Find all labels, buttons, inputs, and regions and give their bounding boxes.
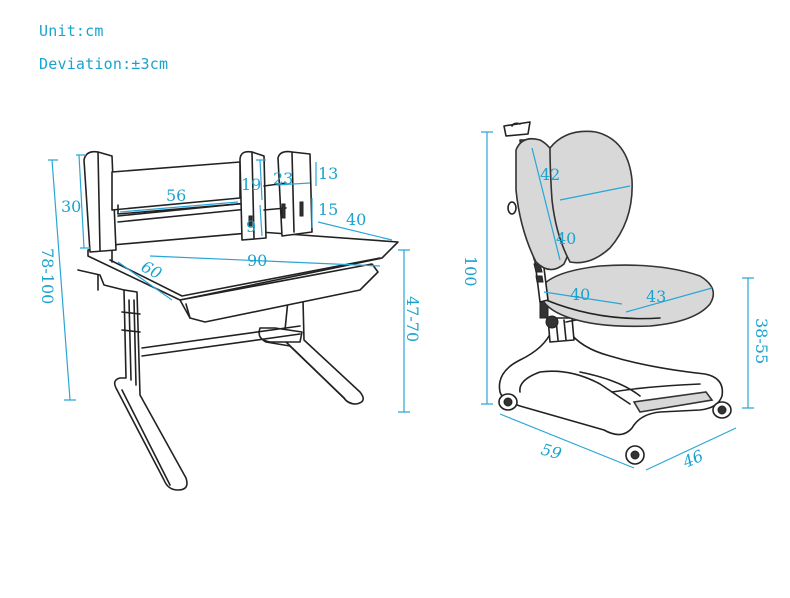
label-chair-total-height: 100 xyxy=(461,256,480,287)
label-chair-seat-height: 38-55 xyxy=(752,318,771,364)
label-desk-shelf-depth: 30 xyxy=(61,197,81,216)
label-desk-shelf-width: 56 xyxy=(166,186,186,205)
unit-label: Unit:cm xyxy=(39,22,104,40)
label-chair-base-width: 46 xyxy=(679,446,706,472)
label-chair-seat-depth: 40 xyxy=(570,285,590,304)
label-desk-side-top: 13 xyxy=(318,164,338,183)
desk-top xyxy=(87,231,399,301)
label-chair-back-height: 42 xyxy=(540,165,560,184)
chair-back-right xyxy=(549,130,633,264)
dimension-labels: 78-100 30 56 19 9 23 13 15 40 90 60 47-7… xyxy=(38,164,771,472)
chair-drawing xyxy=(498,121,732,465)
desk-crank xyxy=(77,269,125,291)
desk-drawing xyxy=(77,150,399,491)
desk-left-leg xyxy=(113,289,188,491)
chair-dimensions xyxy=(481,131,754,471)
label-desk-shelf-lower: 9 xyxy=(246,217,256,236)
chair-wheels xyxy=(498,393,732,465)
desk-dimensions xyxy=(48,154,410,413)
deviation-label: Deviation:±3cm xyxy=(39,55,169,73)
desk-right-leg xyxy=(283,299,364,405)
label-desk-shelf-upper: 19 xyxy=(241,175,261,194)
label-chair-seat-width: 43 xyxy=(646,287,666,306)
desk-shelf-back xyxy=(111,161,241,211)
label-desk-side-gap: 23 xyxy=(273,169,293,188)
label-desk-top-width: 90 xyxy=(247,251,267,270)
desk-shelf-left-panel xyxy=(83,150,117,253)
label-desk-side-depth: 40 xyxy=(346,210,366,229)
label-desk-height: 78-100 xyxy=(38,248,57,304)
label-chair-back-lower: 40 xyxy=(556,229,576,248)
label-desk-top-height: 47-70 xyxy=(403,296,422,342)
chair-base xyxy=(498,329,724,436)
chair-seat xyxy=(539,264,715,328)
label-desk-side-mid: 15 xyxy=(318,200,338,219)
desk-shelf-right-panel xyxy=(277,150,313,237)
label-chair-base-length: 59 xyxy=(539,440,564,464)
